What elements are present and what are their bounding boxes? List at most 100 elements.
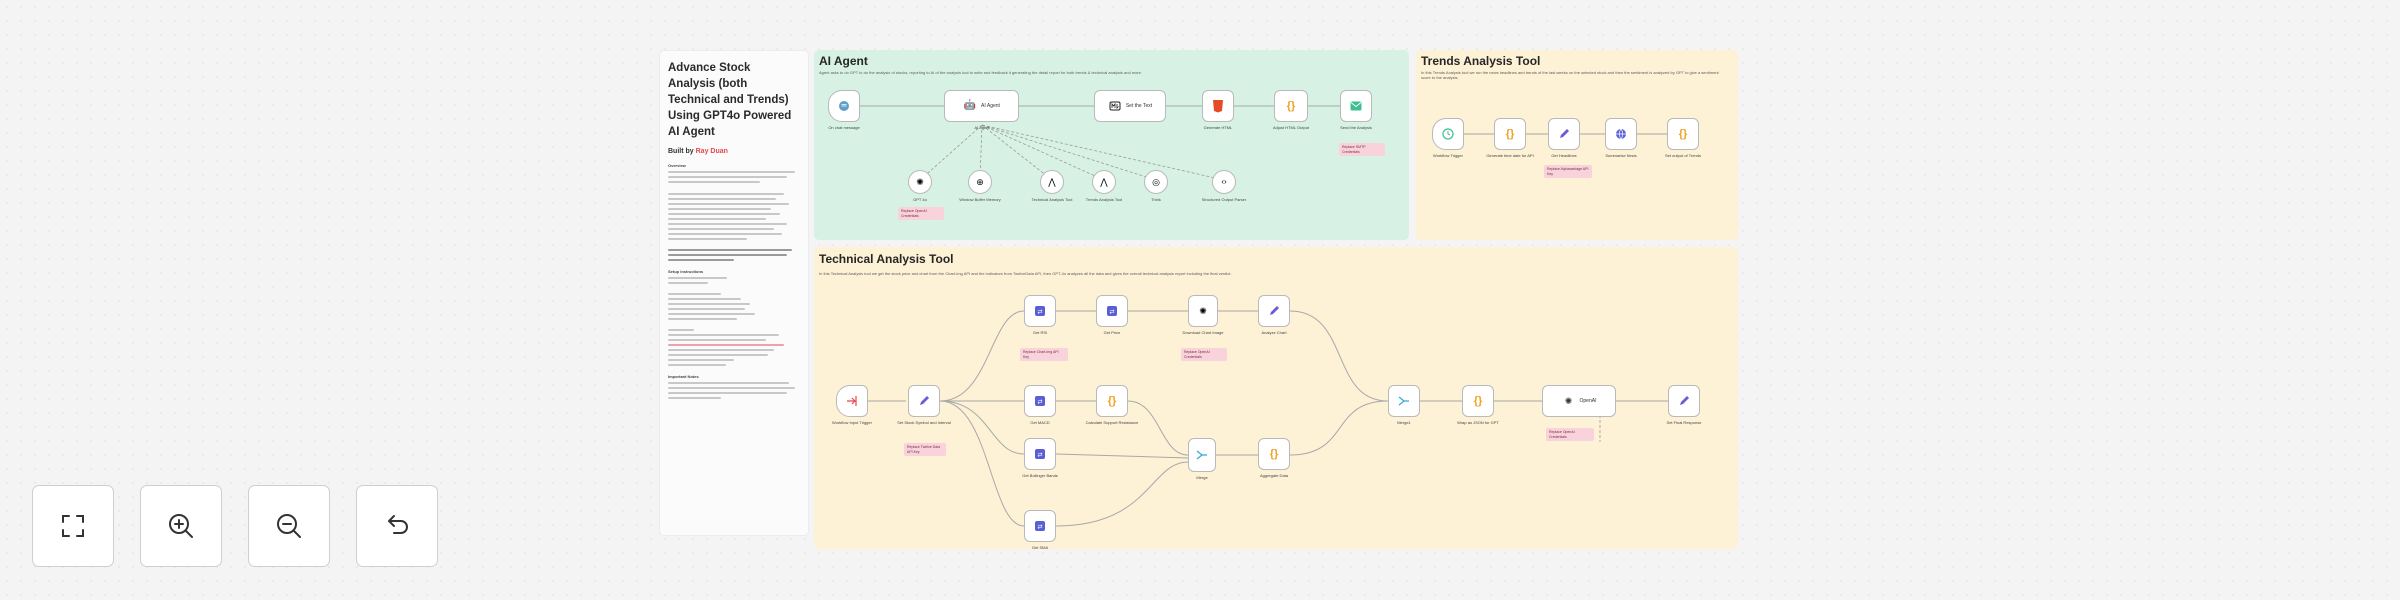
adjust-html-label: Adjust HTML Output — [1272, 125, 1310, 130]
technical-section-title: Technical Analysis Tool — [819, 252, 954, 266]
openai-credentials-note-3: Replace OpenAI Credentials — [1546, 428, 1594, 441]
think-tool-node[interactable]: ◎ — [1144, 170, 1168, 194]
pencil-icon — [1267, 304, 1281, 318]
text-line — [668, 298, 741, 300]
technical-description: In this Technical Analysis tool we get t… — [819, 271, 1232, 276]
trends-date-code-node[interactable]: {} — [1494, 118, 1526, 150]
adjust-html-node[interactable]: {} — [1274, 90, 1308, 122]
merge-node[interactable] — [1188, 438, 1216, 472]
trends-trigger-node[interactable] — [1432, 118, 1464, 150]
workflow-title: Advance Stock Analysis (both Technical a… — [668, 62, 792, 138]
think-tool-label: Think — [1151, 197, 1161, 202]
text-line — [668, 282, 708, 284]
ai-agent-description: Agent asks to do GPT to do the analysis … — [819, 70, 1142, 75]
text-line — [668, 218, 766, 220]
merge-icon — [1397, 394, 1411, 408]
aggregate-data-node[interactable]: {} — [1258, 438, 1290, 470]
get-price-node[interactable]: ⇄ — [1096, 295, 1128, 327]
text-line — [668, 181, 761, 183]
send-email-node[interactable] — [1340, 90, 1372, 122]
notes-heading: Important Notes — [668, 374, 699, 379]
support-resistance-label: Calculate Support Resistance — [1085, 420, 1139, 425]
trends-trigger-label: Workflow Trigger — [1433, 153, 1463, 158]
merge-final-label: Merge1 — [1397, 420, 1411, 425]
trends-headlines-node[interactable] — [1548, 118, 1580, 150]
chat-trigger-node[interactable] — [828, 90, 860, 122]
text-line — [668, 359, 734, 361]
text-line — [668, 349, 774, 351]
svg-text:⇄: ⇄ — [1109, 308, 1114, 315]
get-macd-node[interactable]: ⇄ — [1024, 385, 1056, 417]
zoom-in-icon — [169, 514, 193, 538]
text-line — [668, 223, 787, 225]
envelope-icon — [1349, 99, 1363, 113]
wrap-json-node[interactable]: {} — [1462, 385, 1494, 417]
text-line — [668, 397, 721, 399]
trends-date-code-label: Generate time date for API — [1486, 153, 1534, 158]
generate-html-node[interactable] — [1202, 90, 1234, 122]
technical-tool-label: Technical Analysis Tool — [1031, 197, 1073, 202]
analyze-chart-label: Analyze Chart — [1261, 330, 1287, 335]
text-line — [668, 313, 756, 315]
gpt-model-node[interactable]: ✺ — [908, 170, 932, 194]
support-resistance-node[interactable]: {} — [1096, 385, 1128, 417]
ai-agent-node[interactable]: 🤖AI Agent — [944, 90, 1019, 122]
pencil-icon — [1677, 394, 1691, 408]
code-braces-icon: {} — [1269, 448, 1279, 460]
memory-node[interactable]: ⊕ — [968, 170, 992, 194]
markdown-icon — [1108, 99, 1122, 113]
openai-credentials-note: Replace OpenAI Credentials — [898, 207, 944, 220]
svg-text:⇄: ⇄ — [1037, 451, 1042, 458]
set-final-node[interactable] — [1668, 385, 1700, 417]
tech-trigger-label: Workflow Input Trigger — [832, 420, 872, 425]
set-final-label: Set Final Response — [1666, 420, 1702, 425]
svg-text:⇄: ⇄ — [1037, 523, 1042, 530]
openai-final-node[interactable]: ✺OpenAI — [1542, 385, 1616, 417]
merge-label: Merge — [1196, 475, 1208, 480]
set-text-node[interactable]: Set the Text — [1094, 90, 1166, 122]
technical-tool-node[interactable]: ⋀ — [1040, 170, 1064, 194]
merge-icon — [1195, 448, 1209, 462]
text-line — [668, 193, 785, 195]
download-chart-node[interactable]: ✺ — [1188, 295, 1218, 327]
trends-output-node[interactable]: {} — [1667, 118, 1699, 150]
get-rsi-node[interactable]: ⇄ — [1024, 295, 1056, 327]
openai-icon: ✺ — [916, 177, 924, 187]
overview-sticky-note[interactable]: Advance Stock Analysis (both Technical a… — [659, 50, 809, 536]
get-bbands-label: Get Bollinger Bands — [1022, 473, 1058, 478]
trends-summarise-node[interactable] — [1605, 118, 1637, 150]
get-sma-label: Get SMA — [1031, 545, 1049, 550]
trends-tool-node[interactable]: ⋀ — [1092, 170, 1116, 194]
text-line — [668, 387, 795, 389]
text-line — [668, 339, 766, 341]
text-line — [668, 228, 774, 230]
memory-label: Window Buffer Memory — [959, 197, 1001, 202]
text-line — [668, 208, 771, 210]
text-line — [668, 303, 750, 305]
get-bbands-node[interactable]: ⇄ — [1024, 438, 1056, 470]
memory-icon: ⊕ — [976, 177, 984, 187]
text-line — [668, 259, 734, 261]
text-line — [668, 308, 745, 310]
overview-heading: Overview — [668, 163, 686, 168]
text-line — [668, 171, 795, 173]
output-parser-node[interactable]: ‹› — [1212, 170, 1236, 194]
author-line: Built by Ray Duan — [668, 148, 728, 155]
zoom-out-button[interactable] — [248, 485, 330, 567]
code-braces-icon: {} — [1473, 395, 1483, 407]
text-line — [668, 213, 781, 215]
text-line — [668, 334, 779, 336]
http-icon: ⇄ — [1033, 304, 1047, 318]
trends-output-label: Set output of Trends — [1664, 153, 1702, 158]
zoom-in-button[interactable] — [140, 485, 222, 567]
tech-set-input-node[interactable] — [908, 385, 940, 417]
html-icon — [1211, 99, 1225, 113]
code-braces-icon: {} — [1678, 128, 1688, 140]
fit-view-button[interactable] — [32, 485, 114, 567]
http-icon: ⇄ — [1033, 519, 1047, 533]
merge-final-node[interactable] — [1388, 385, 1420, 417]
reset-zoom-button[interactable] — [356, 485, 438, 567]
get-sma-node[interactable]: ⇄ — [1024, 510, 1056, 542]
tech-trigger-node[interactable] — [836, 385, 868, 417]
analyze-chart-node[interactable] — [1258, 295, 1290, 327]
